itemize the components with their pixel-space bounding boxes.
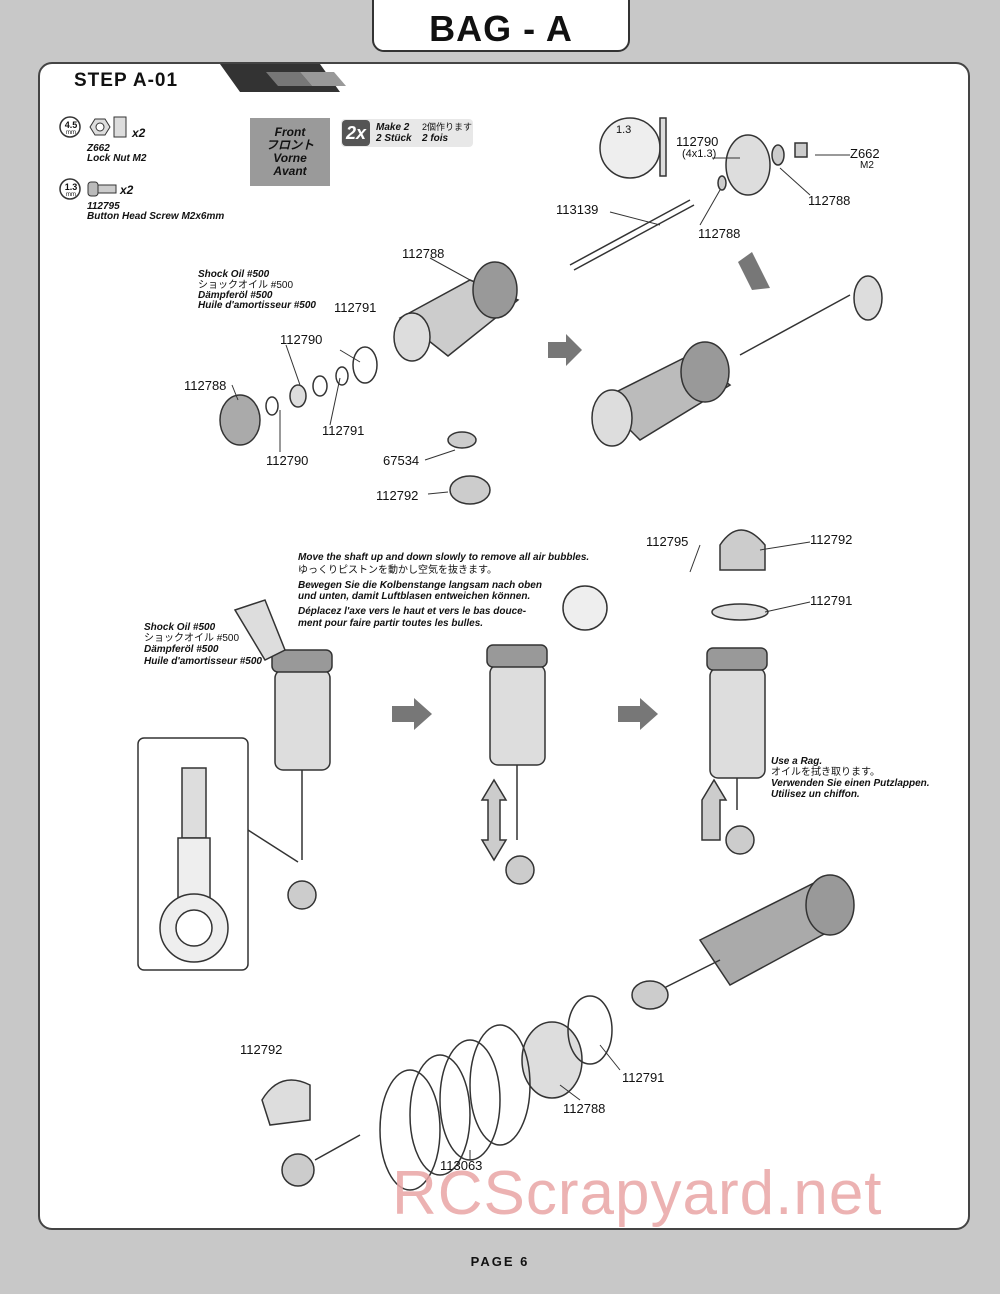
part-1-code: Z662 — [87, 143, 110, 154]
part-1-size: 4.5 — [64, 120, 78, 130]
make-badge: 2x — [342, 120, 370, 146]
make-fr: 2 fois — [422, 133, 449, 144]
label-112790-b: 112790 — [266, 453, 309, 468]
front-de: Vorne — [273, 151, 307, 165]
label-112788-a: 112788 — [402, 246, 445, 261]
part-1-qty: x2 — [132, 126, 146, 140]
label-112788-mid: 112788 — [698, 226, 741, 241]
label-z662: Z662 — [850, 146, 880, 161]
part-2-size-unit: mm — [66, 192, 76, 198]
label-67534: 67534 — [383, 453, 420, 468]
rag-en: Use a Rag. — [771, 756, 823, 767]
make-en: Make 2 — [376, 122, 410, 133]
label-112791-d: 112791 — [622, 1070, 665, 1085]
oil1-en: Shock Oil #500 — [198, 269, 270, 280]
bubbles-fr1: Déplacez l'axe vers le haut et vers le b… — [298, 606, 527, 617]
label-112792-a: 112792 — [376, 488, 419, 503]
label-m2: M2 — [860, 160, 874, 171]
oil2-de: Dämpferöl #500 — [144, 644, 219, 655]
label-112792-c: 112792 — [240, 1042, 283, 1057]
step-title: STEP A-01 — [74, 70, 179, 91]
label-112792-b: 112792 — [810, 532, 853, 547]
bubbles-en: Move the shaft up and down slowly to rem… — [298, 552, 590, 563]
label-112788-top: 112788 — [808, 193, 851, 208]
label-112790-a: 112790 — [280, 332, 323, 347]
bag-tab — [372, 0, 630, 52]
part-2-desc: Button Head Screw M2x6mm — [87, 211, 225, 222]
part-icons — [59, 116, 127, 200]
rag-fr: Utilisez un chiffon. — [771, 789, 860, 800]
shock-body-upper — [219, 261, 520, 446]
part-1-desc: Lock Nut M2 — [87, 153, 147, 164]
flow-arrows — [392, 252, 770, 730]
make-jp: 2個作ります — [422, 122, 473, 132]
label-113139: 113139 — [556, 202, 599, 217]
label-112790-top: 112790 — [676, 134, 719, 149]
make-de: 2 Stück — [376, 133, 412, 144]
front-label-box: Front フロント Vorne Avant — [250, 118, 330, 186]
label-112795-b: 112795 — [646, 534, 689, 549]
label-112788-b: 112788 — [184, 378, 227, 393]
label-112791-b: 112791 — [322, 423, 365, 438]
front-en: Front — [274, 125, 306, 139]
page-number: PAGE 6 — [470, 1254, 530, 1269]
oil2-fr: Huile d'amortisseur #500 — [144, 656, 262, 667]
part-2-size: 1.3 — [64, 182, 78, 192]
label-112791-c: 112791 — [810, 593, 853, 608]
shock-body-assembled — [447, 275, 883, 505]
bubbles-de2: und unten, damit Luftblasen entweichen k… — [298, 591, 531, 602]
bubbles-jp: ゆっくりピストンを動かし空気を抜きます。 — [298, 565, 497, 576]
part-2-code: 112795 — [87, 201, 120, 212]
front-fr: Avant — [273, 164, 307, 178]
watermark: RCScrapyard.net — [392, 1159, 883, 1228]
final-assembly — [261, 874, 855, 1191]
oil1-de: Dämpferöl #500 — [198, 290, 273, 301]
piston-shaft-group — [569, 117, 808, 271]
step-header-stripes — [220, 64, 346, 92]
label-4x1-3: (4x1.3) — [682, 148, 717, 160]
bubbles-fr2: ment pour faire partir toutes les bulles… — [298, 618, 484, 629]
label-113063: 113063 — [440, 1158, 483, 1173]
label-1-3: 1.3 — [616, 124, 632, 136]
label-112788-c: 112788 — [563, 1101, 606, 1116]
rod-end-detail-inset — [137, 737, 299, 971]
bag-title: BAG - A — [429, 8, 573, 49]
oil1-fr: Huile d'amortisseur #500 — [198, 300, 316, 311]
shock-fill-views — [233, 529, 769, 910]
rag-de: Verwenden Sie einen Putzlappen. — [771, 778, 930, 789]
bubbles-de1: Bewegen Sie die Kolbenstange langsam nac… — [298, 580, 542, 591]
oil2-jp: ショックオイル #500 — [144, 633, 240, 644]
oil2-en: Shock Oil #500 — [144, 622, 216, 633]
part-2-qty: x2 — [120, 183, 134, 197]
part-1-size-unit: mm — [66, 130, 76, 136]
front-jp: フロント — [265, 138, 314, 152]
label-112791-a: 112791 — [334, 300, 377, 315]
rag-jp: オイルを拭き取ります。 — [771, 767, 880, 778]
oil1-jp: ショックオイル #500 — [198, 280, 294, 291]
leader-lines — [231, 154, 850, 1160]
